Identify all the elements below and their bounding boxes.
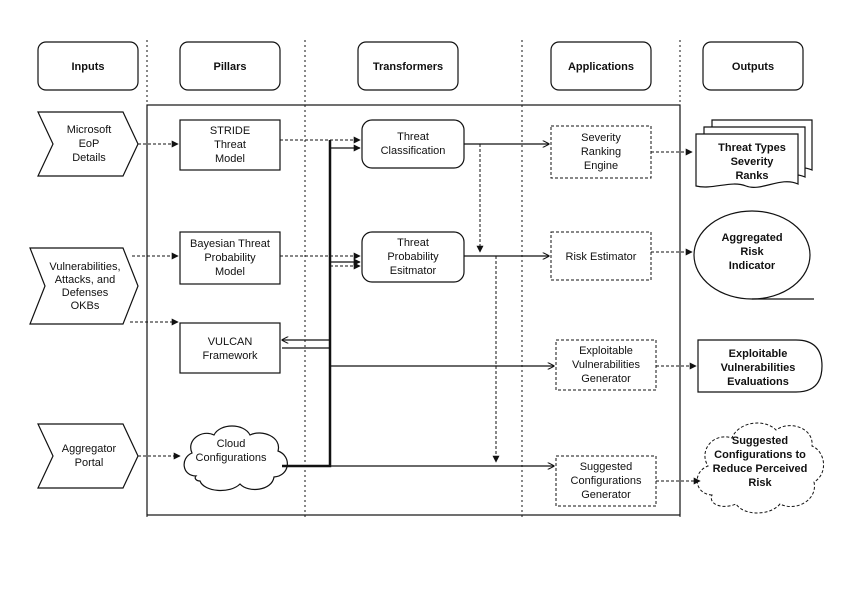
pillar-cloud-configurations: Cloud Configurations (183, 425, 288, 491)
column-header-inputs: Inputs (37, 41, 139, 91)
output-line: Evaluations (727, 376, 789, 388)
output-line: Risk (740, 246, 764, 258)
application-line: Engine (584, 160, 618, 172)
output-line: Vulnerabilities (721, 362, 796, 374)
output-line: Indicator (729, 260, 776, 272)
pillar-line: Model (215, 266, 245, 278)
pillar-line: STRIDE (210, 125, 250, 137)
output-line: Severity (731, 156, 775, 168)
main-bus (282, 140, 332, 468)
pillar-vulcan-framework: VULCAN Framework (179, 322, 281, 374)
output-line: Reduce Perceived (713, 463, 808, 475)
column-header-applications: Applications (550, 41, 652, 91)
pillar-line: Framework (202, 350, 258, 362)
transformer-line: Threat (397, 131, 429, 143)
application-line: Severity (581, 132, 621, 144)
pillar-line: Configurations (196, 452, 267, 464)
application-line: Generator (581, 373, 631, 385)
transformer-threat-probability-estimator: Threat Probability Esitmator (361, 231, 465, 283)
application-line: Risk Estimator (566, 251, 637, 263)
output-aggregated-risk-indicator: Aggregated Risk Indicator (693, 210, 814, 300)
pillar-line: Bayesian Threat (190, 238, 270, 250)
pillar-bayesian-threat-model: Bayesian Threat Probability Model (179, 231, 281, 285)
column-header-transformers: Transformers (357, 41, 459, 91)
column-header-label: Inputs (72, 61, 105, 73)
pillar-line: Probability (204, 252, 256, 264)
transformer-threat-classification: Threat Classification (361, 119, 465, 169)
transformer-line: Classification (381, 145, 446, 157)
input-line: Aggregator (62, 443, 117, 455)
column-header-label: Applications (568, 61, 634, 73)
column-header-outputs: Outputs (702, 41, 804, 91)
output-line: Suggested (732, 435, 788, 447)
application-risk-estimator: Risk Estimator (550, 231, 652, 281)
input-line: Microsoft (67, 124, 112, 136)
pillar-stride-threat-model: STRIDE Threat Model (179, 119, 281, 171)
input-line: OKBs (71, 300, 100, 312)
output-exploitable-vulnerabilities-evaluations: Exploitable Vulnerabilities Evaluations (697, 339, 823, 393)
pillar-line: Model (215, 153, 245, 165)
input-aggregator-portal: Aggregator Portal (37, 423, 139, 489)
application-exploitable-vulnerabilities-generator: Exploitable Vulnerabilities Generator (555, 339, 657, 391)
column-header-pillars: Pillars (179, 41, 281, 91)
transformer-line: Threat (397, 237, 429, 249)
column-header-label: Transformers (373, 61, 443, 73)
output-threat-types-severity-ranks: Threat Types Severity Ranks (695, 119, 813, 188)
input-microsoft-eop: Microsoft EoP Details (37, 111, 139, 177)
transformer-line: Probability (387, 251, 439, 263)
application-line: Configurations (571, 475, 642, 487)
output-line: Threat Types (718, 142, 786, 154)
column-header-label: Pillars (213, 61, 246, 73)
output-line: Aggregated (721, 232, 782, 244)
pillar-line: VULCAN (208, 336, 253, 348)
output-line: Ranks (735, 170, 768, 182)
pillar-line: Threat (214, 139, 246, 151)
output-line: Configurations to (714, 449, 806, 461)
core-framework-frame (146, 104, 681, 516)
output-suggested-configurations: Suggested Configurations to Reduce Perce… (696, 422, 824, 514)
transformer-line: Esitmator (390, 265, 437, 277)
input-line: EoP (79, 138, 100, 150)
application-line: Ranking (581, 146, 621, 158)
column-header-label: Outputs (732, 61, 774, 73)
input-line: Defenses (62, 287, 109, 299)
application-line: Generator (581, 489, 631, 501)
pillar-line: Cloud (217, 438, 246, 450)
application-line: Vulnerabilities (572, 359, 641, 371)
application-line: Exploitable (579, 345, 633, 357)
application-severity-ranking-engine: Severity Ranking Engine (550, 125, 652, 179)
application-suggested-configurations-generator: Suggested Configurations Generator (555, 455, 657, 507)
input-line: Portal (75, 457, 104, 469)
output-line: Exploitable (729, 348, 788, 360)
input-line: Attacks, and (55, 274, 116, 286)
output-line: Risk (748, 477, 772, 489)
input-line: Vulnerabilities, (49, 261, 120, 273)
application-line: Suggested (580, 461, 633, 473)
input-line: Details (72, 152, 106, 164)
connectors (130, 136, 701, 485)
input-okbs: Vulnerabilities, Attacks, and Defenses O… (29, 247, 139, 325)
